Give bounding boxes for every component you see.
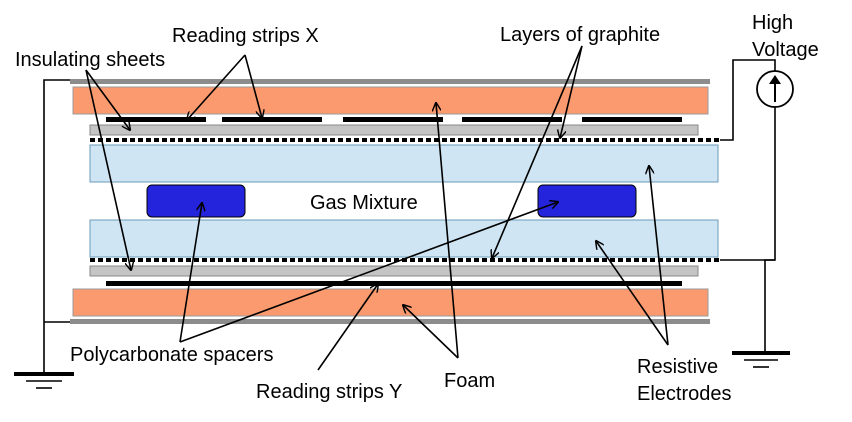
- label-reading-strips-y: Reading strips Y: [256, 381, 402, 403]
- label-high: High: [752, 12, 793, 34]
- bottom-insulating-sheet: [89, 265, 699, 277]
- polycarbonate-spacer-right: [537, 184, 637, 218]
- bottom-resistive-electrode: [89, 219, 719, 258]
- high-voltage-source-icon: [756, 70, 794, 108]
- label-foam: Foam: [444, 370, 495, 392]
- label-electrodes: Electrodes: [637, 383, 732, 405]
- label-resistive: Resistive: [637, 356, 718, 378]
- bottom-outer-plate: [70, 319, 710, 324]
- label-reading-strips-x: Reading strips X: [172, 25, 319, 47]
- reading-strips-x: [106, 117, 682, 122]
- label-insulating-sheets: Insulating sheets: [15, 49, 165, 71]
- label-layers-of-graphite: Layers of graphite: [500, 24, 660, 46]
- top-insulating-sheet: [89, 124, 699, 136]
- label-voltage: Voltage: [752, 39, 819, 61]
- high-voltage-wiring: [720, 59, 776, 352]
- pointer-arrows: [85, 45, 669, 371]
- reading-strip-x: [582, 117, 682, 122]
- top-resistive-electrode: [89, 144, 719, 183]
- label-gas-mixture: Gas Mixture: [310, 192, 418, 214]
- top-foam: [72, 86, 709, 115]
- reading-strip-x: [106, 117, 206, 122]
- reading-strip-x: [343, 117, 443, 122]
- reading-strip-x: [462, 117, 562, 122]
- reading-strip-x: [222, 117, 322, 122]
- ground-icon: [732, 351, 790, 368]
- top-outer-plate: [70, 79, 710, 84]
- ground-icon: [14, 372, 74, 389]
- left-ground-wiring: [43, 79, 70, 373]
- polycarbonate-spacer-left: [146, 184, 246, 218]
- label-polycarbonate-spacers: Polycarbonate spacers: [70, 344, 273, 366]
- bottom-foam: [72, 288, 709, 317]
- reading-strip-y: [106, 281, 682, 286]
